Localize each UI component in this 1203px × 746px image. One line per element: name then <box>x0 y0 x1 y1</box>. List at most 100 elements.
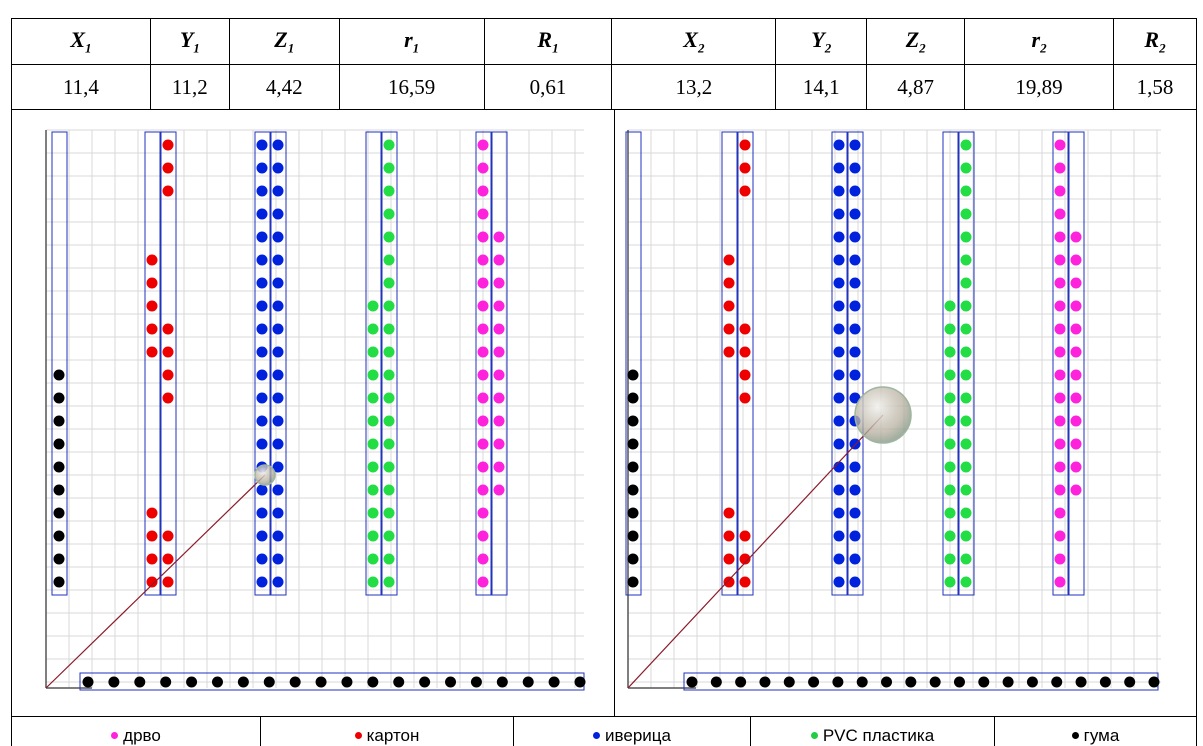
ball-rubber <box>53 369 65 381</box>
ball-pvc <box>944 553 956 565</box>
ball-pvc <box>383 323 395 335</box>
ball-chipboard <box>272 346 284 358</box>
ball-chipboard <box>849 553 861 565</box>
ball-chipboard <box>849 185 861 197</box>
ball-pvc <box>367 392 379 404</box>
header-cell: Z1 <box>228 18 340 65</box>
ball-wood <box>1054 346 1066 358</box>
ball-pvc <box>944 392 956 404</box>
ball-rubber <box>832 676 844 688</box>
ball-chipboard <box>256 484 268 496</box>
ball-chipboard <box>849 484 861 496</box>
ball-chipboard <box>849 277 861 289</box>
ball-wood <box>493 438 505 450</box>
ball-pvc <box>383 507 395 519</box>
ball-wood <box>1054 300 1066 312</box>
ball-wood <box>1054 507 1066 519</box>
ball-chipboard <box>833 484 845 496</box>
diagram-panel-left <box>11 109 615 717</box>
ball-rubber <box>1002 676 1014 688</box>
ball-wood <box>1054 415 1066 427</box>
ball-rubber <box>574 676 586 688</box>
ball-pvc <box>960 461 972 473</box>
value-cell: 11,4 <box>11 64 151 110</box>
ball-rubber <box>627 484 639 496</box>
dot-icon <box>593 731 601 739</box>
ball-pvc <box>960 346 972 358</box>
ball-chipboard <box>256 208 268 220</box>
container-frame <box>144 131 161 596</box>
container-frame <box>160 131 177 596</box>
ball-chipboard <box>272 392 284 404</box>
ball-pvc <box>960 484 972 496</box>
ball-cardboard <box>146 346 158 358</box>
ball-wood <box>493 461 505 473</box>
legend: дрво картон иверица PVC пластика гума <box>11 716 1197 746</box>
sphere <box>854 386 912 444</box>
ball-cardboard <box>162 576 174 588</box>
ball-chipboard <box>849 461 861 473</box>
ball-rubber <box>627 553 639 565</box>
value-cell: 4,42 <box>228 64 340 110</box>
container-frame <box>737 131 754 596</box>
ball-wood <box>493 415 505 427</box>
ball-pvc <box>944 438 956 450</box>
ball-wood <box>493 231 505 243</box>
ball-rubber <box>759 676 771 688</box>
ball-wood <box>1070 392 1082 404</box>
legend-label: дрво <box>123 726 161 745</box>
ball-pvc <box>383 277 395 289</box>
ball-chipboard <box>256 438 268 450</box>
header-cell: r2 <box>964 18 1114 65</box>
legend-label: PVC пластика <box>822 726 935 745</box>
ball-pvc <box>960 185 972 197</box>
ball-rubber <box>881 676 893 688</box>
ball-pvc <box>944 461 956 473</box>
ball-chipboard <box>833 139 845 151</box>
ball-pvc <box>367 530 379 542</box>
ball-chipboard <box>833 438 845 450</box>
ball-chipboard <box>272 231 284 243</box>
ball-chipboard <box>256 300 268 312</box>
ball-chipboard <box>272 415 284 427</box>
ball-rubber <box>627 576 639 588</box>
ball-wood <box>1054 553 1066 565</box>
ball-chipboard <box>833 415 845 427</box>
ball-chipboard <box>272 139 284 151</box>
ball-chipboard <box>256 346 268 358</box>
ball-wood <box>477 484 489 496</box>
ball-cardboard <box>723 507 735 519</box>
ball-pvc <box>944 530 956 542</box>
ball-wood <box>1054 139 1066 151</box>
ball-wood <box>477 323 489 335</box>
ball-pvc <box>960 392 972 404</box>
legend-item-cardboard: картон <box>260 717 513 746</box>
ball-wood <box>1054 323 1066 335</box>
ball-pvc <box>944 346 956 358</box>
dot-icon <box>1071 731 1079 739</box>
ball-chipboard <box>849 507 861 519</box>
ball-cardboard <box>162 392 174 404</box>
ball-pvc <box>383 392 395 404</box>
ball-cardboard <box>739 139 751 151</box>
dot-icon <box>111 731 119 739</box>
ball-wood <box>477 208 489 220</box>
ball-pvc <box>944 484 956 496</box>
ball-chipboard <box>849 346 861 358</box>
legend-item-pvc: PVC пластика <box>750 717 994 746</box>
ball-pvc <box>383 415 395 427</box>
ball-rubber <box>419 676 431 688</box>
ball-chipboard <box>849 323 861 335</box>
ball-chipboard <box>849 576 861 588</box>
ball-chipboard <box>256 162 268 174</box>
ball-chipboard <box>272 507 284 519</box>
ball-pvc <box>367 369 379 381</box>
ball-rubber <box>856 676 868 688</box>
ball-rubber <box>53 415 65 427</box>
header-cell: X2 <box>611 18 777 65</box>
ball-wood <box>477 392 489 404</box>
value-row: 11,4 11,2 4,42 16,59 0,61 13,2 14,1 4,87… <box>11 64 1198 110</box>
ball-rubber <box>1026 676 1038 688</box>
value-cell: 11,2 <box>149 64 230 110</box>
